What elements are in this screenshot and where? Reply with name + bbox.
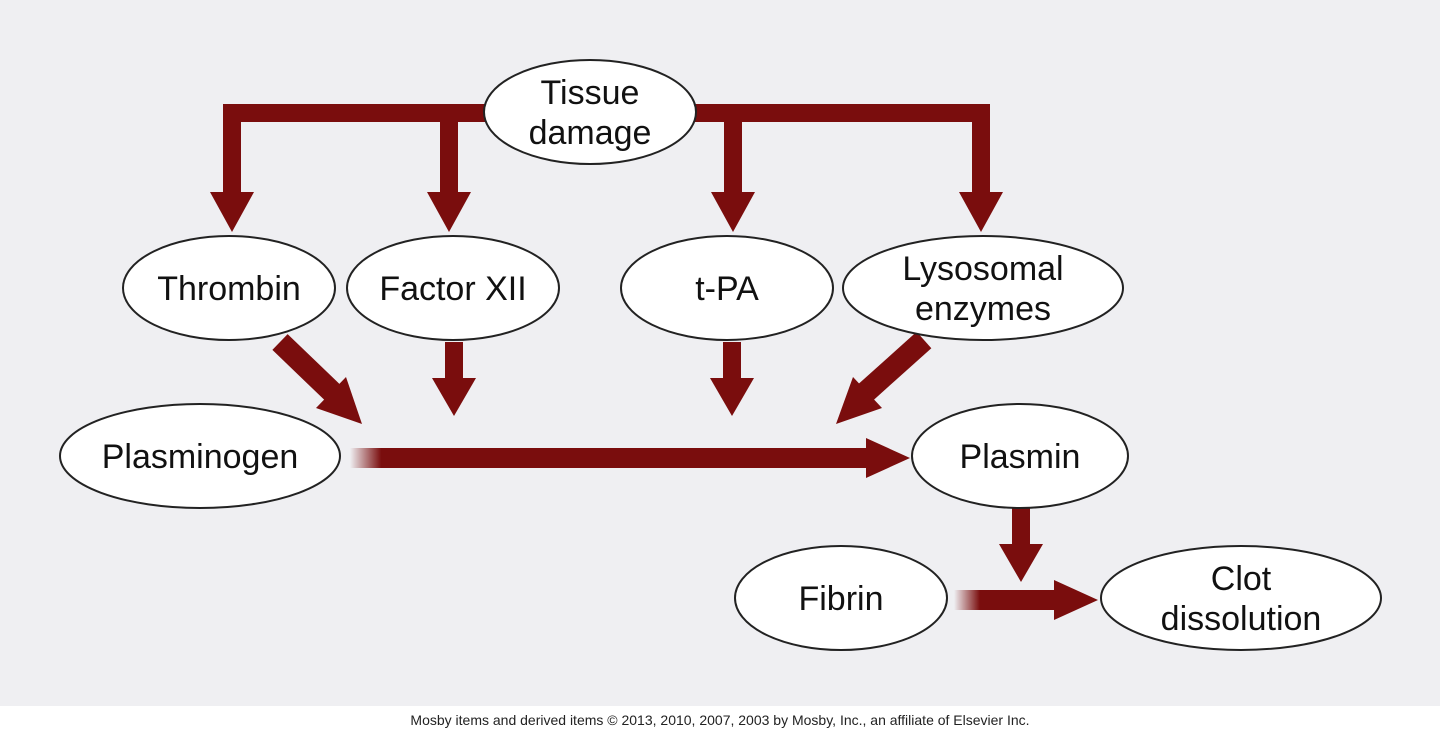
arrowhead-to-factor-xii [427, 192, 471, 232]
arrow-plasminogen-to-plasmin [350, 438, 910, 478]
node-label: t-PA [695, 270, 759, 308]
node-shape [483, 59, 697, 165]
node-shape [911, 403, 1129, 509]
copyright-credit: Mosby items and derived items © 2013, 20… [410, 712, 1030, 728]
node-thrombin: Thrombin [122, 235, 336, 341]
node-shape [122, 235, 336, 341]
node-lysosomal-enzymes: Lysosomal enzymes [842, 235, 1124, 341]
node-shape [1100, 545, 1382, 651]
fibrin-arrow-head [1054, 580, 1098, 620]
fibrin-arrow-shaft [954, 590, 1058, 610]
arrow-thrombin-shaft [272, 334, 340, 400]
node-label: Thrombin [157, 270, 301, 308]
node-label-line2: dissolution [1161, 600, 1322, 638]
node-fibrin: Fibrin [734, 545, 948, 651]
arrow-lysosomal-head [836, 377, 882, 424]
node-label: Factor XII [379, 270, 526, 308]
arrowhead-to-thrombin [210, 192, 254, 232]
node-clot-dissolution: Clot dissolution [1100, 545, 1382, 651]
node-label: Fibrin [798, 580, 883, 618]
arrow-factor-xii-shaft [445, 342, 463, 382]
arrowhead-to-lysosomal [959, 192, 1003, 232]
branch-stem-thrombin [223, 104, 241, 196]
activator-arrows [272, 331, 932, 424]
node-label-line2: damage [529, 114, 652, 152]
branch-stem-factor-xii [440, 104, 458, 196]
node-tpa: t-PA [620, 235, 834, 341]
arrowhead-to-tpa [711, 192, 755, 232]
node-plasminogen: Plasminogen [59, 403, 341, 509]
node-label: Plasminogen [102, 438, 299, 476]
node-shape [59, 403, 341, 509]
node-label: Plasmin [960, 438, 1081, 476]
arrow-factor-xii-head [432, 378, 476, 416]
conversion-shaft [350, 448, 872, 468]
node-shape [620, 235, 834, 341]
branch-stem-lysosomal [972, 104, 990, 196]
arrow-thrombin-head [316, 377, 362, 424]
node-shape [734, 545, 948, 651]
node-label-line2: enzymes [915, 290, 1051, 328]
arrow-tpa-shaft [723, 342, 741, 382]
node-plasmin: Plasmin [911, 403, 1129, 509]
branch-stem-tpa [724, 104, 742, 196]
plasmin-down-shaft [1012, 508, 1030, 548]
plasmin-down-head [999, 544, 1043, 582]
node-label-line1: Clot [1211, 560, 1272, 598]
node-label-line1: Lysosomal [902, 250, 1063, 288]
node-tissue-damage: Tissue damage [483, 59, 697, 165]
arrow-tpa-head [710, 378, 754, 416]
arrow-fibrin-to-clot [954, 580, 1098, 620]
node-factor-xii: Factor XII [346, 235, 560, 341]
node-shape [346, 235, 560, 341]
arrow-lysosomal-shaft [858, 331, 932, 401]
conversion-head [866, 438, 910, 478]
node-shape [842, 235, 1124, 341]
arrow-plasmin-down [999, 508, 1043, 582]
node-label-line1: Tissue [541, 74, 640, 112]
